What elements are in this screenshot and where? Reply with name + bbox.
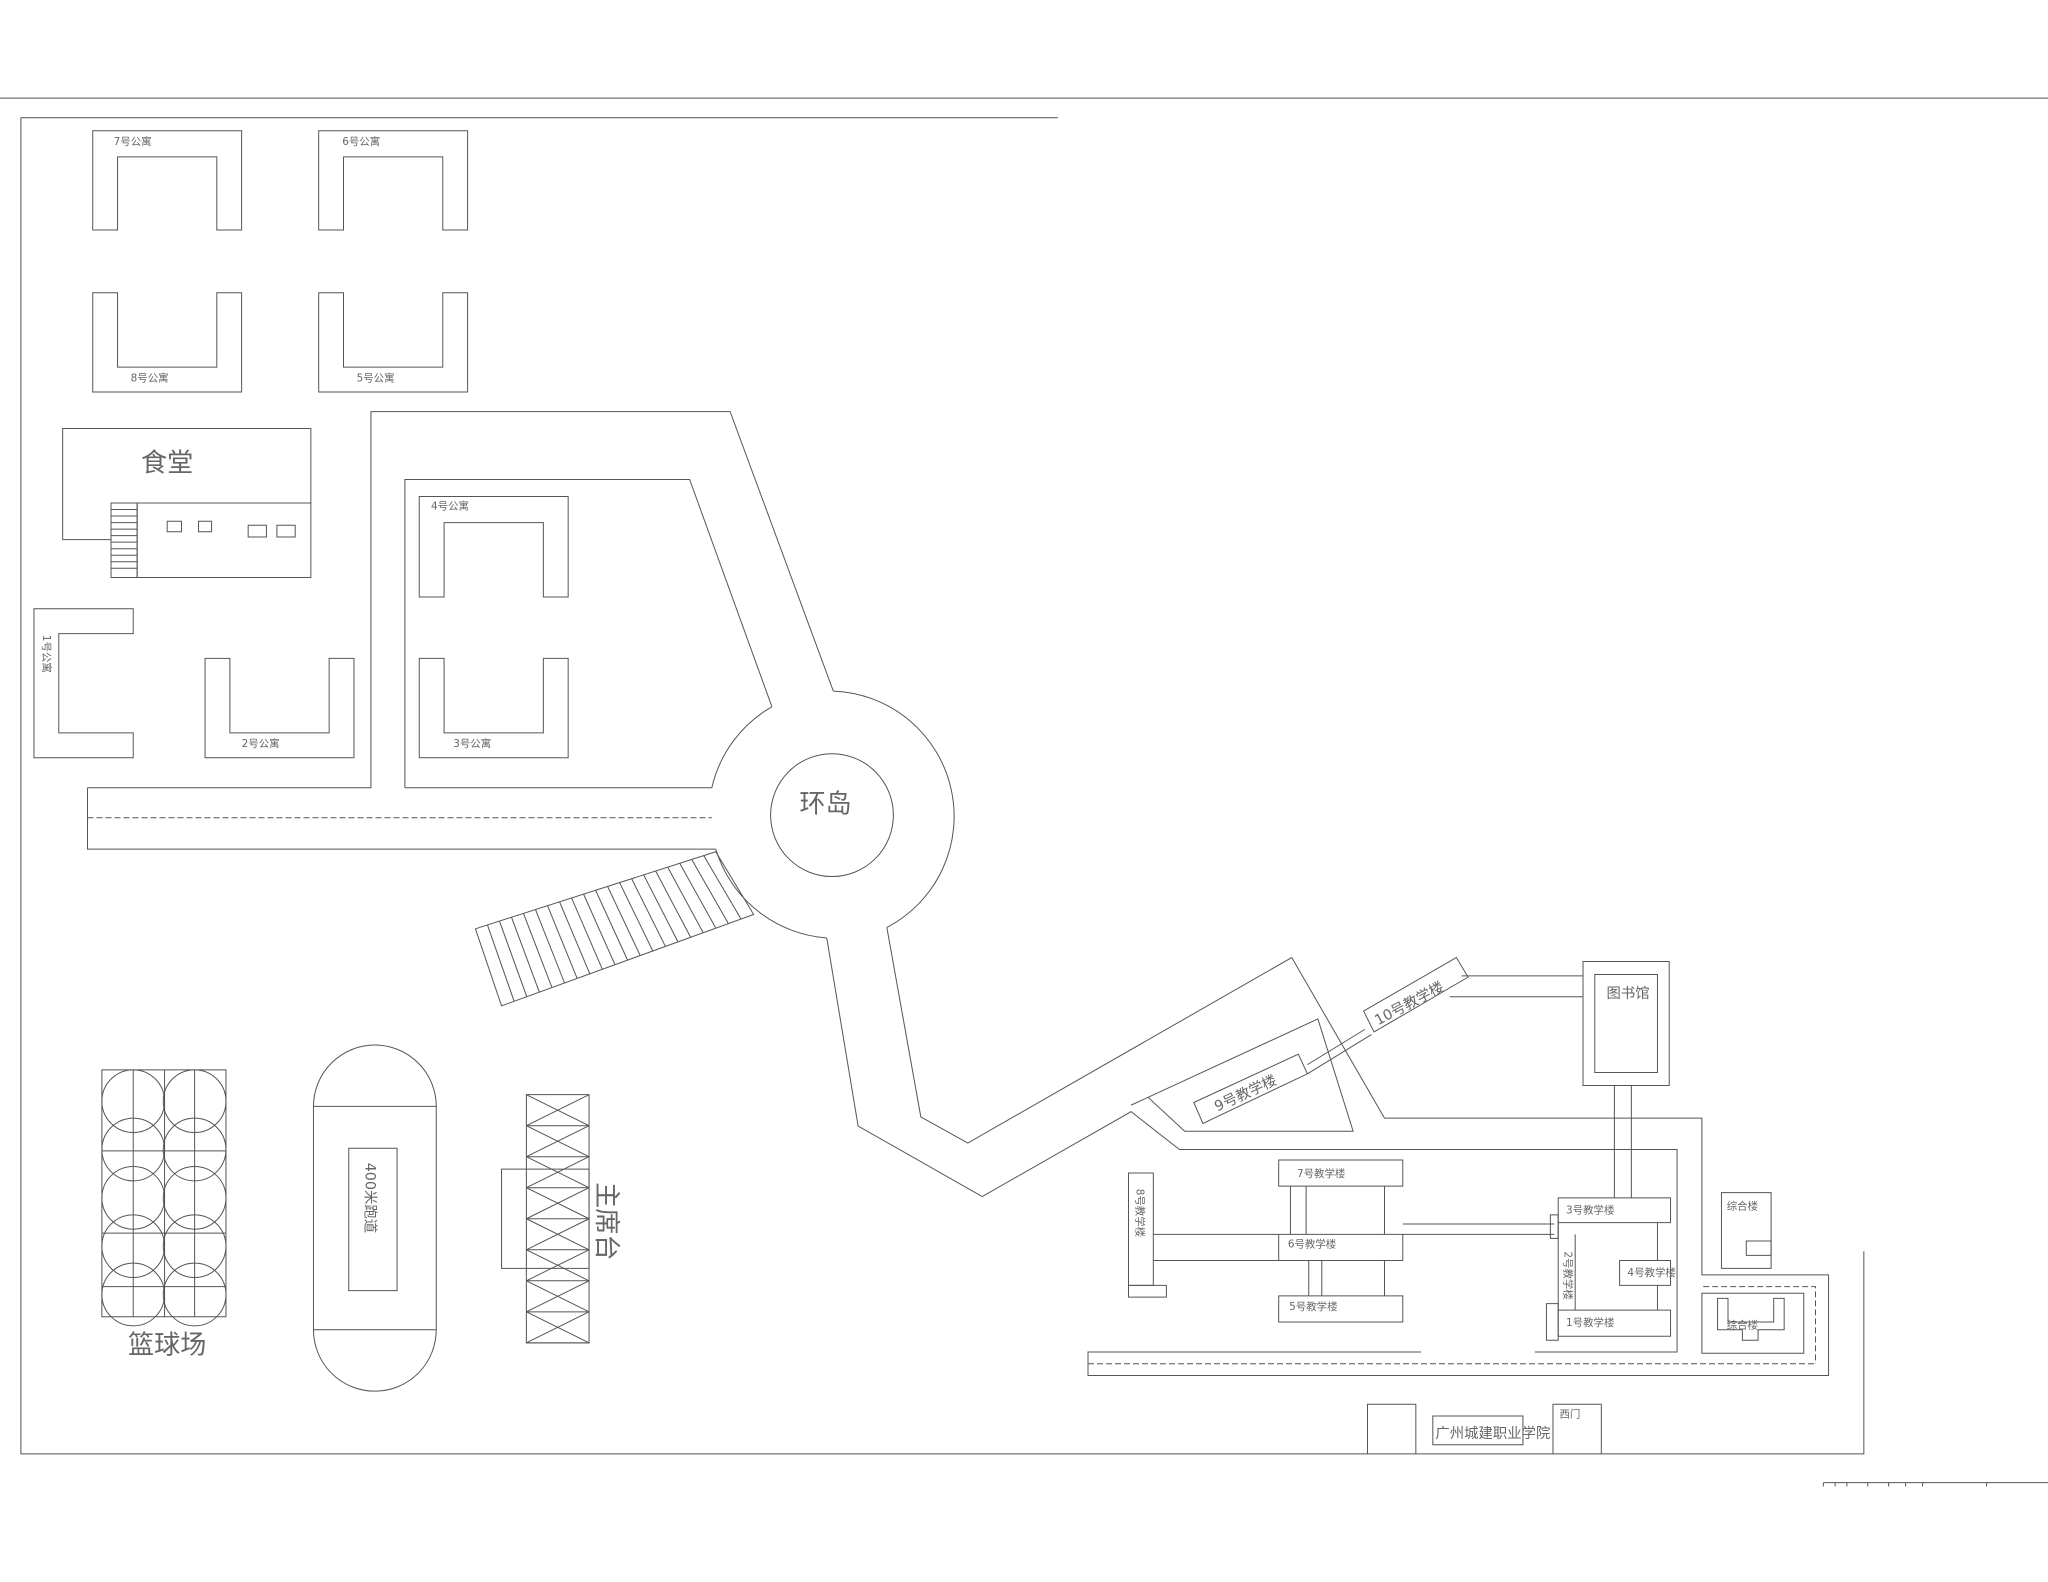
teaching-9: 9号教学楼 <box>1194 1054 1308 1123</box>
roundabout: 环岛 <box>771 754 894 877</box>
roads <box>88 412 1829 1376</box>
grandstand: 主席台 <box>502 1095 621 1343</box>
svg-text:综合楼: 综合楼 <box>1727 1200 1758 1213</box>
teaching-10: 10号教学楼 <box>1307 958 1468 1074</box>
svg-text:7号公寓: 7号公寓 <box>114 135 152 148</box>
svg-text:8号公寓: 8号公寓 <box>131 372 169 385</box>
dorm-7: 7号公寓 <box>93 131 242 230</box>
svg-text:6号公寓: 6号公寓 <box>342 135 380 148</box>
canteen: 食堂 <box>63 429 311 578</box>
main-gate: 广州城建职业学院 西门 <box>1368 1404 1602 1454</box>
svg-text:5号公寓: 5号公寓 <box>357 372 395 385</box>
svg-text:西门: 西门 <box>1560 1407 1581 1420</box>
svg-text:1号公寓: 1号公寓 <box>40 635 53 673</box>
basketball-court: 篮球场 <box>102 1070 226 1360</box>
svg-text:400米跑道: 400米跑道 <box>362 1163 379 1234</box>
svg-text:2号教学楼: 2号教学楼 <box>1562 1251 1575 1299</box>
dorm-5: 5号公寓 <box>319 293 468 392</box>
teaching-complex-west: 8号教学楼 7号教学楼 6号教学楼 5号教学楼 <box>1128 1160 1554 1322</box>
svg-text:2号公寓: 2号公寓 <box>242 737 280 750</box>
svg-text:4号教学楼: 4号教学楼 <box>1627 1266 1675 1279</box>
dorm-1: 1号公寓 <box>34 609 133 758</box>
svg-text:广州城建职业学院: 广州城建职业学院 <box>1435 1425 1550 1442</box>
svg-text:10号教学楼: 10号教学楼 <box>1372 978 1447 1029</box>
steps <box>475 852 753 1006</box>
svg-text:8号教学楼: 8号教学楼 <box>1133 1189 1146 1237</box>
library: 图书馆 <box>1450 961 1669 1197</box>
dorm-8: 8号公寓 <box>93 293 242 392</box>
svg-text:7号教学楼: 7号教学楼 <box>1297 1167 1345 1180</box>
svg-text:图书馆: 图书馆 <box>1607 985 1650 1002</box>
dorm-2: 2号公寓 <box>205 658 354 757</box>
dorm-4: 4号公寓 <box>419 496 568 597</box>
dorm-6: 6号公寓 <box>319 131 468 230</box>
svg-text:3号教学楼: 3号教学楼 <box>1566 1204 1614 1217</box>
svg-text:1号教学楼: 1号教学楼 <box>1566 1316 1614 1329</box>
svg-text:环岛: 环岛 <box>799 790 851 820</box>
svg-text:主席台: 主席台 <box>591 1182 621 1260</box>
svg-text:5号教学楼: 5号教学楼 <box>1289 1300 1337 1313</box>
scale-bar <box>1823 1483 2048 1487</box>
complex-building-2: 综合楼 <box>1702 1293 1804 1353</box>
running-track: 400米跑道 <box>313 1045 436 1391</box>
site-boundary <box>21 118 1864 1454</box>
svg-text:篮球场: 篮球场 <box>128 1330 206 1360</box>
svg-text:综合楼: 综合楼 <box>1727 1318 1758 1331</box>
svg-text:3号公寓: 3号公寓 <box>453 737 491 750</box>
svg-text:4号公寓: 4号公寓 <box>431 500 469 513</box>
teaching-complex-east: 3号教学楼 4号教学楼 1号教学楼 2号教学楼 <box>1546 1198 1676 1340</box>
svg-text:食堂: 食堂 <box>141 449 193 479</box>
dorm-3: 3号公寓 <box>419 658 568 757</box>
svg-text:6号教学楼: 6号教学楼 <box>1288 1237 1336 1250</box>
complex-building-1: 综合楼 <box>1721 1193 1771 1269</box>
